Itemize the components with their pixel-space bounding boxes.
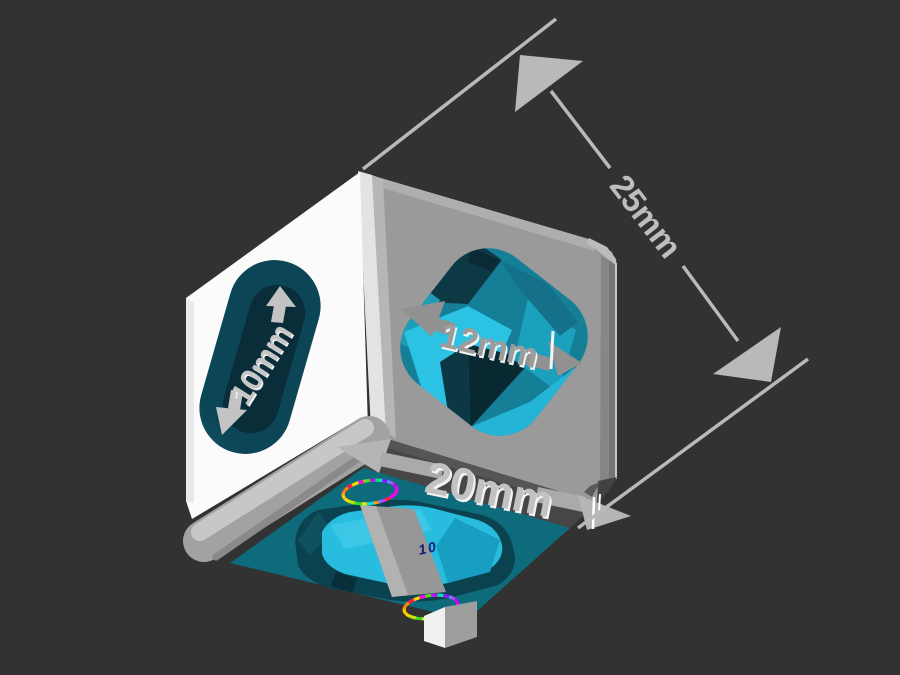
corner-highlight [586,238,617,268]
bottom-post [424,601,477,648]
arrow-shaft [427,316,455,336]
arrowhead-right-icon [578,495,631,530]
arrow-shaft [535,487,586,512]
front-edge-strip-dark [372,175,396,438]
cube-front-edge [358,171,396,438]
cube-bottom-left-edge [183,416,390,562]
left-edge-strip [186,298,194,503]
arrow-shaft [379,452,444,479]
dimension-line [681,264,740,343]
bottom-pocket: 10 [295,499,516,602]
arrowhead-down-icon [216,407,247,435]
through-bar-highlight [360,505,408,597]
arrow-shaft [228,390,243,410]
dimension-tick [598,493,601,513]
bottom-right-wedge-light [584,482,600,497]
bottom-marking-label: 10 [417,538,439,558]
dimension-tick [549,330,555,370]
pocket-wall-facet [298,512,332,556]
extension-line-bottom [576,357,810,530]
arrowhead-up-icon [515,55,583,112]
dimension-line [549,89,612,170]
post-right-face [445,601,477,648]
arrowhead-up-icon [266,286,296,307]
right-edge-band [600,255,609,492]
post-left-face [424,607,445,648]
arrowhead-right-icon [548,341,582,376]
cube-bottom-face: 10 [230,468,570,621]
front-edge-strip-light [358,171,386,433]
slot-interior [222,284,306,434]
dimension-tick [591,496,596,530]
arrow-shaft [271,305,286,323]
zfight-ring [341,478,399,506]
arrowhead-down-icon [713,327,781,382]
top-edge-highlight [360,172,595,251]
arrowhead-left-icon [337,439,391,473]
extension-line-top [361,17,558,171]
pocket-dark-facet [331,572,357,593]
pocket-floor-shade [436,518,500,583]
arrow-shaft [519,350,552,371]
bottom-right-wedge [597,477,617,503]
